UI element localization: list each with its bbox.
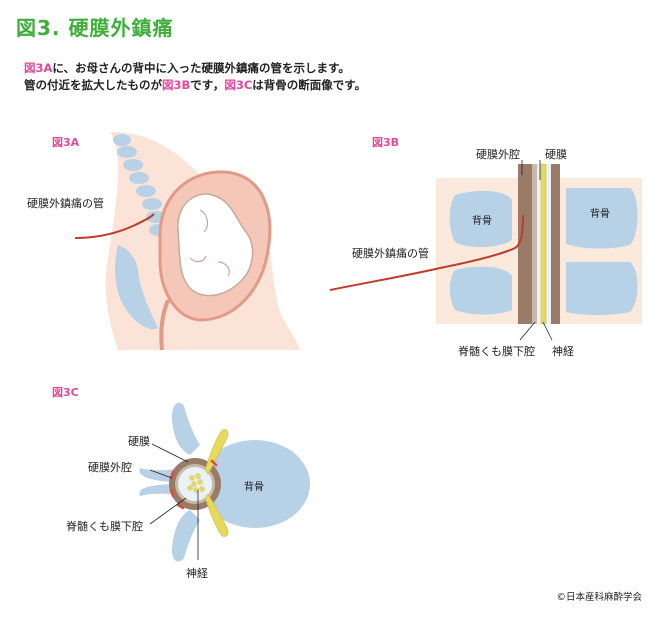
- caption-line-1: 図3Aに、お母さんの背中に入った硬膜外鎮痛の管を示します。: [24, 60, 350, 76]
- fig3b-nerve: [540, 163, 547, 325]
- caption-text: 管の付近を拡大したものが: [24, 78, 162, 92]
- fig3b-vertebra-left-1: [449, 190, 512, 248]
- fig3b-epidural-space: [518, 164, 532, 324]
- fig3a-label: 図3A: [52, 136, 80, 149]
- caption-text: は背骨の断面像です。: [252, 78, 367, 92]
- fig3a-catheter: [74, 213, 155, 239]
- fig3b-vertebra-right-1: [566, 188, 638, 249]
- fig3b-catheter: [329, 214, 524, 291]
- fetus: [177, 193, 254, 297]
- copyright: ©日本産科麻酔学会: [556, 592, 642, 603]
- fig3b-dura-label: 硬膜: [545, 148, 567, 161]
- fig3b-vertebra-right-2: [566, 262, 638, 315]
- fig3b-epidural-label: 硬膜外腔: [476, 148, 520, 161]
- fig3b-vertebra-left-2: [449, 266, 512, 315]
- fig3b-nerve-label: 神経: [552, 345, 574, 358]
- fig3c-vertebral-body: [200, 440, 310, 528]
- fig3c-epidural-label: 硬膜外腔: [88, 461, 132, 474]
- fig3c-nerve-label: 神経: [186, 567, 208, 580]
- caption-line-2: 管の付近を拡大したものが図3Bです，図3Cは背骨の断面像です。: [24, 77, 366, 93]
- fig3c-subarachnoid-label: 脊髄くも膜下腔: [66, 520, 143, 533]
- fig3c-vertebra-label: 背骨: [244, 482, 264, 493]
- caption-text: に、お母さんの背中に入った硬膜外鎮痛の管を示します。: [52, 61, 350, 75]
- page-title: 図3. 硬膜外鎮痛: [16, 16, 174, 40]
- caption-ref-3c: 図3C: [224, 78, 253, 92]
- fig3a-catheter-label: 硬膜外鎮痛の管: [27, 197, 104, 210]
- fig3b-vertebra-right-label: 背骨: [590, 209, 610, 220]
- fig3c-posterior-arch: [171, 402, 200, 455]
- fig3c-nerve: [187, 473, 205, 493]
- fig3c-dura-label: 硬膜: [128, 435, 150, 448]
- fig3b-subarachnoid-label: 脊髄くも膜下腔: [458, 345, 535, 358]
- caption-ref-3b: 図3B: [162, 78, 191, 92]
- caption-ref-3a: 図3A: [24, 61, 53, 75]
- fig3b-label: 図3B: [372, 136, 400, 149]
- caption-text: です，: [190, 78, 225, 92]
- fig3b-catheter-label: 硬膜外鎮痛の管: [352, 247, 429, 260]
- fig3b-vertebra-left-label: 背骨: [472, 216, 492, 227]
- fig3c-label: 図3C: [52, 386, 79, 399]
- pelvis-bone: [115, 245, 158, 330]
